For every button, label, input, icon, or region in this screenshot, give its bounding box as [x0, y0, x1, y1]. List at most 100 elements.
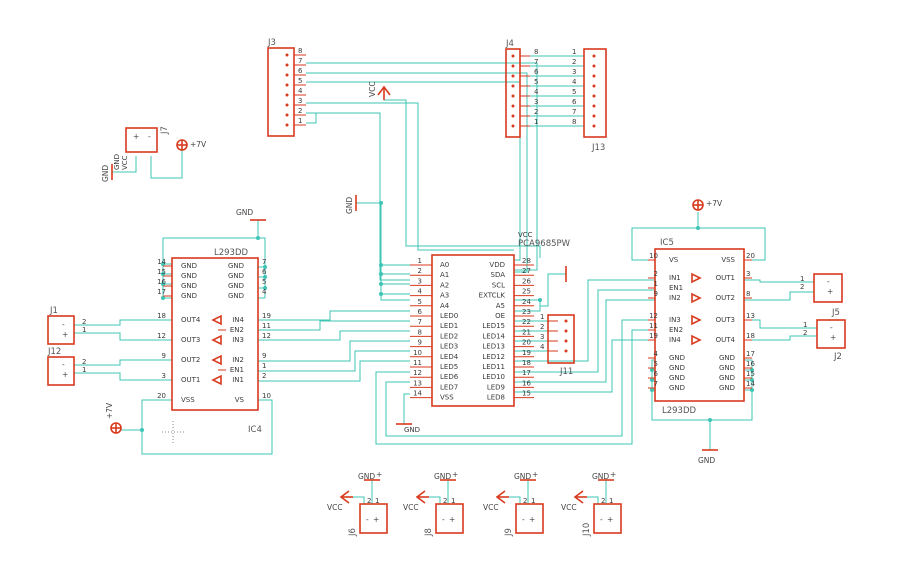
j10-ref: J10	[582, 523, 592, 537]
l293l-pin-16: 16	[157, 278, 166, 286]
l293-left-ic: IC4	[248, 425, 262, 435]
j4-pin-8: 8	[534, 48, 538, 56]
l293l-pin-7: 7	[262, 258, 266, 266]
gnd-label-4: GND	[698, 456, 715, 465]
pca-pin-num-18: 18	[522, 359, 531, 367]
j8-pin-2: 2	[443, 497, 447, 505]
j10-gnd-plus: +	[610, 470, 616, 479]
j3-pin-1: 1	[298, 117, 302, 125]
l293l-vs: VS	[235, 396, 245, 404]
gnd-label-3: GND	[236, 208, 253, 217]
l293l-in4: IN4	[232, 316, 244, 324]
j10-vcc: VCC	[561, 503, 577, 512]
pca-pin-num-19: 19	[522, 349, 531, 357]
l293l-in1: IN1	[232, 376, 244, 384]
l293l-gnd-r-0: GND	[228, 262, 244, 270]
j3-ref: J3	[267, 38, 276, 48]
l293r-vs-0: VS	[669, 256, 679, 264]
j3-pin-4: 4	[298, 87, 303, 95]
connector-j2: J2 12-+	[803, 319, 846, 362]
j13-pin-4: 4	[572, 78, 577, 86]
connector-j7: + - J7 GND VCC	[113, 126, 170, 170]
pca-pin-vdd: VDD	[489, 261, 505, 269]
vcc-symbol-top: VCC	[368, 81, 391, 100]
j13-pin-3: 3	[572, 68, 576, 76]
l293r-en2-5: EN2	[669, 326, 683, 334]
l293l-gnd-l-0: GND	[181, 262, 197, 270]
l293l-gnd-l-2: GND	[181, 282, 197, 290]
j13-ref: J13	[591, 143, 605, 153]
l293r-pin-9: 9	[654, 290, 658, 298]
junction-dots	[140, 201, 754, 432]
l293r-r-gnd-8: GND	[719, 384, 735, 392]
l293r-pin-11: 11	[649, 322, 658, 330]
l293r-pin-18-r: 18	[746, 332, 755, 340]
j13-pin-8: 8	[572, 118, 576, 126]
j11-ref: J11	[559, 367, 573, 377]
l293r-pin-15-r: 15	[746, 370, 755, 378]
l293l-gnd-r-1: GND	[228, 272, 244, 280]
pca-pin-led15: LED15	[482, 322, 505, 330]
j9-gnd: GND	[514, 472, 531, 481]
l293l-pin-9-r: 9	[262, 352, 266, 360]
l293l-pin-12-l: 12	[157, 332, 166, 340]
l293l-vss: VSS	[181, 396, 195, 404]
pca-pin-num-5: 5	[418, 298, 422, 306]
l293r-pin-6: 6	[654, 370, 659, 378]
l293r-gnd-7: GND	[669, 354, 685, 362]
j8-gnd-plus: +	[452, 470, 458, 479]
j3-pin-7: 7	[298, 57, 302, 65]
l293l-pin-18-l: 18	[157, 312, 166, 320]
l293r-pin-19: 19	[649, 332, 658, 340]
l293r-r-gnd-5: GND	[719, 354, 735, 362]
supply-7v-label-2: +7V	[105, 402, 114, 419]
pca-pin-num-23: 23	[522, 308, 531, 316]
j1-pin-2: 2	[82, 318, 86, 326]
l293r-pin-16-r: 16	[746, 360, 755, 368]
pca-pin-a1: A1	[440, 271, 449, 279]
l293r-pin-17-r: 17	[746, 350, 755, 358]
origin-crosshair	[162, 421, 184, 443]
j7-plus: +	[133, 132, 139, 141]
j9-gnd-plus: +	[532, 470, 538, 479]
j6-gnd: GND	[358, 472, 375, 481]
j7-minus: -	[148, 132, 151, 141]
l293r-pin-7: 7	[654, 380, 658, 388]
j5-pin-2: 2	[800, 283, 804, 291]
pca-pin-num-7: 7	[418, 318, 422, 326]
pca-pin-num-22: 22	[522, 318, 531, 326]
l293r-r-gnd-7: GND	[719, 374, 735, 382]
j12pins-plus: +	[62, 370, 68, 379]
j10-gnd: GND	[592, 472, 609, 481]
j4-ref: J4	[505, 39, 514, 49]
wires	[74, 55, 817, 504]
l293l-pin-20-l: 20	[157, 392, 166, 400]
pca-pin-led9: LED9	[487, 383, 505, 391]
pca-pin-num-26: 26	[522, 277, 531, 285]
gnd-symbol-j7: GND	[101, 164, 113, 182]
j8-gnd: GND	[434, 472, 451, 481]
j13-pin-1: 1	[572, 48, 576, 56]
connector-j1: J1 21-+	[47, 306, 86, 345]
j6-gnd-plus: +	[376, 470, 382, 479]
l293r-gnd-8: GND	[669, 364, 685, 372]
pca-pin-led11: LED11	[482, 363, 505, 371]
l293r-pin-10: 10	[649, 252, 658, 260]
j5pins-plus: +	[827, 287, 833, 296]
j2pins-plus: +	[830, 333, 836, 342]
j4-pin-7: 7	[534, 58, 538, 66]
pca-pin-led0: LED0	[440, 312, 458, 320]
j12-ref: J12	[47, 347, 61, 357]
j4-pin-5: 5	[534, 78, 538, 86]
pca-pin-num-16: 16	[522, 379, 531, 387]
j9-minus: -	[522, 515, 525, 524]
l293r-gnd-10: GND	[669, 384, 685, 392]
j13-pin-2: 2	[572, 58, 576, 66]
j10-plus: +	[607, 515, 613, 524]
l293l-in2: IN2	[232, 356, 244, 364]
l293l-pin-11-r: 11	[262, 322, 271, 330]
